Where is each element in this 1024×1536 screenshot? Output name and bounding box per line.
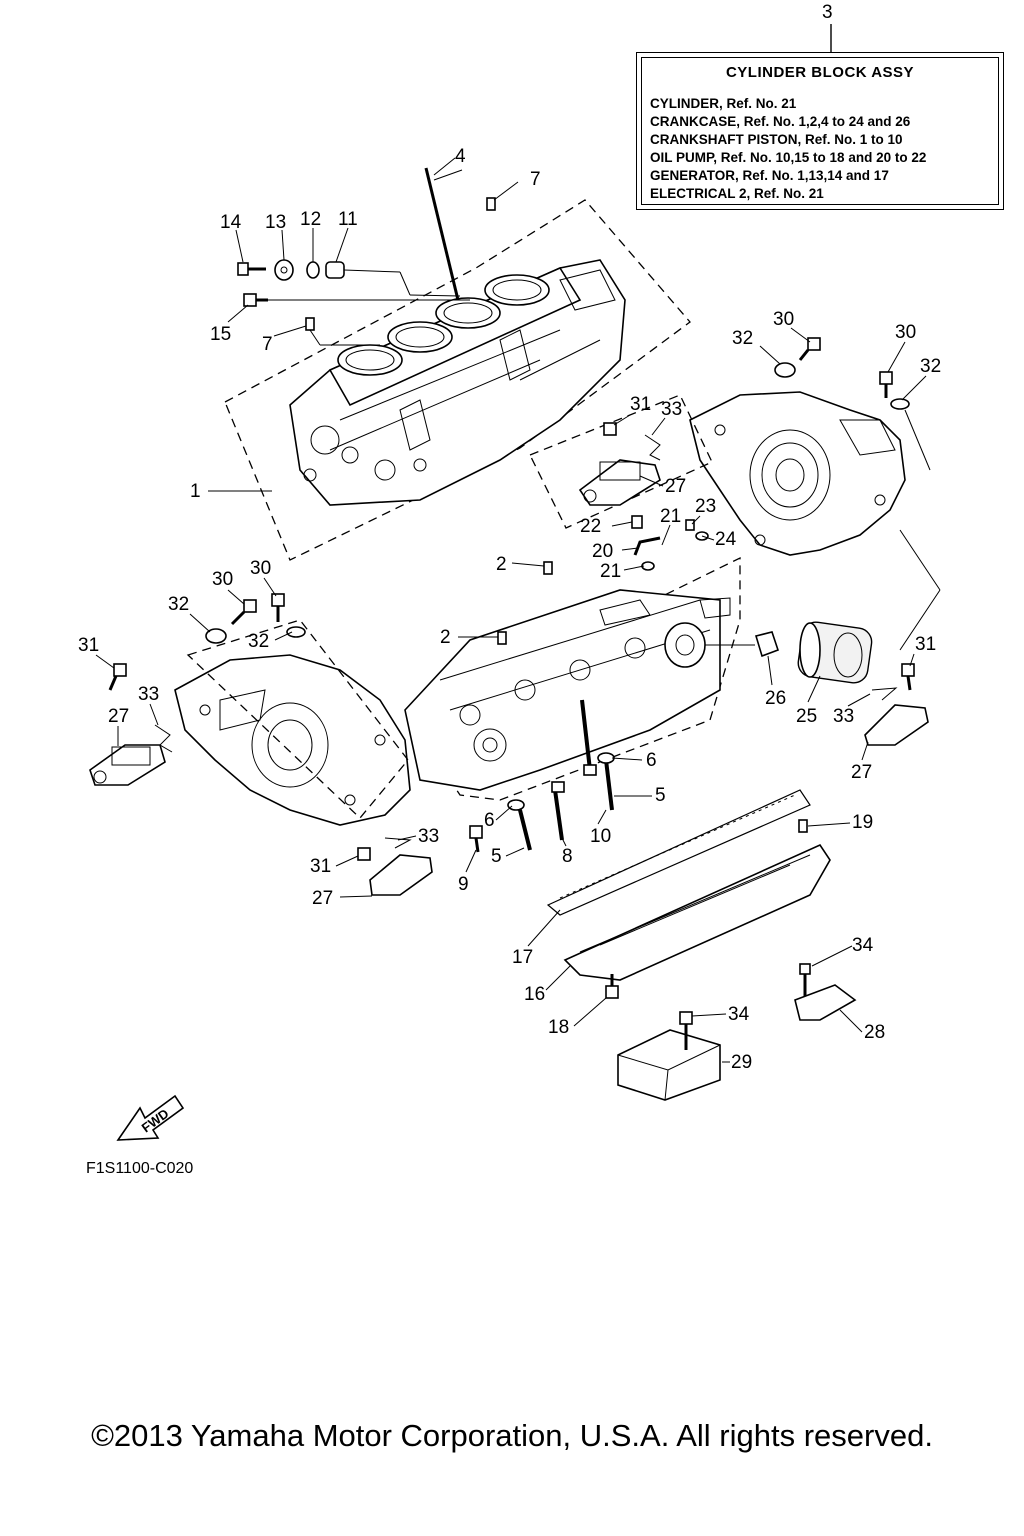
svg-text:6: 6 [484, 810, 495, 831]
svg-text:21: 21 [600, 561, 621, 582]
reference-box-inner: CYLINDER BLOCK ASSY CYLINDER, Ref. No. 2… [641, 57, 999, 205]
reference-line: CRANKSHAFT PISTON, Ref. No. 1 to 10 [650, 132, 903, 147]
svg-text:33: 33 [661, 399, 682, 420]
svg-text:16: 16 [524, 984, 545, 1005]
svg-text:22: 22 [580, 516, 601, 537]
small-fasteners-left [237, 259, 470, 346]
svg-text:1: 1 [190, 481, 201, 502]
svg-text:2: 2 [496, 554, 507, 575]
oil-pan-gasket [546, 789, 811, 916]
svg-text:10: 10 [590, 826, 611, 847]
svg-text:7: 7 [262, 334, 273, 355]
svg-text:31: 31 [915, 634, 936, 655]
svg-text:34: 34 [852, 935, 874, 956]
reference-line: GENERATOR, Ref. No. 1,13,14 and 17 [650, 168, 889, 183]
reference-line: CRANKCASE, Ref. No. 1,2,4 to 24 and 26 [650, 114, 911, 129]
engine-mount-lower-left [357, 837, 433, 896]
svg-text:7: 7 [530, 169, 541, 190]
svg-text:12: 12 [300, 209, 321, 230]
svg-text:21: 21 [660, 506, 681, 527]
reference-line: OIL PUMP, Ref. No. 10,15 to 18 and 20 to… [650, 150, 927, 165]
svg-text:33: 33 [833, 706, 854, 727]
svg-text:30: 30 [773, 309, 794, 330]
reference-line: CYLINDER, Ref. No. 21 [650, 96, 797, 111]
svg-text:31: 31 [78, 635, 99, 656]
svg-text:11: 11 [338, 209, 358, 230]
svg-text:18: 18 [548, 1017, 569, 1038]
svg-text:17: 17 [512, 947, 533, 968]
svg-text:23: 23 [695, 496, 716, 517]
svg-text:25: 25 [796, 706, 817, 727]
svg-text:8: 8 [562, 846, 573, 867]
svg-text:2: 2 [440, 627, 451, 648]
svg-text:27: 27 [665, 476, 686, 497]
svg-text:24: 24 [715, 529, 737, 550]
reference-line: ELECTRICAL 2, Ref. No. 21 [650, 186, 824, 201]
svg-text:27: 27 [312, 888, 333, 909]
svg-text:14: 14 [220, 212, 242, 233]
svg-text:15: 15 [210, 324, 231, 345]
svg-text:6: 6 [646, 750, 657, 771]
svg-text:29: 29 [731, 1052, 752, 1073]
oil-filter-adapter [664, 621, 873, 684]
svg-text:28: 28 [864, 1022, 885, 1043]
svg-text:31: 31 [630, 394, 651, 415]
drawing-code: F1S1100-C020 [86, 1160, 194, 1177]
svg-text:32: 32 [248, 631, 269, 652]
svg-text:32: 32 [168, 594, 189, 615]
svg-text:30: 30 [895, 322, 916, 343]
stud-bolt [424, 167, 463, 301]
svg-text:3: 3 [822, 2, 833, 23]
svg-text:20: 20 [592, 541, 613, 562]
oil-pan [563, 843, 831, 981]
svg-text:30: 30 [212, 569, 233, 590]
svg-text:9: 9 [458, 874, 469, 895]
generator-cover-left [174, 619, 411, 826]
svg-text:27: 27 [108, 706, 129, 727]
copyright-notice: ©2013 Yamaha Motor Corporation, U.S.A. A… [91, 1418, 933, 1453]
svg-text:5: 5 [655, 785, 666, 806]
crankcase [404, 556, 741, 801]
svg-text:32: 32 [732, 328, 753, 349]
svg-text:34: 34 [728, 1004, 750, 1025]
callout-numbers: 1 3 4 7 14 13 12 11 15 7 1 30 32 30 32 3… [78, 2, 941, 1073]
engine-mount-upper [578, 422, 661, 506]
svg-text:5: 5 [491, 846, 502, 867]
svg-text:27: 27 [851, 762, 872, 783]
svg-text:4: 4 [455, 146, 466, 167]
engine-mount-left [89, 663, 173, 786]
svg-text:19: 19 [852, 812, 873, 833]
forward-direction-arrow [116, 1094, 185, 1141]
svg-text:31: 31 [310, 856, 331, 877]
crankcase-bolts [469, 699, 615, 853]
svg-text:30: 30 [250, 558, 271, 579]
svg-text:33: 33 [138, 684, 159, 705]
svg-text:33: 33 [418, 826, 439, 847]
svg-text:26: 26 [765, 688, 786, 709]
engine-mount-lower-right [864, 663, 929, 746]
generator-cover-right [689, 391, 941, 651]
svg-text:13: 13 [265, 212, 286, 233]
reference-box-title: CYLINDER BLOCK ASSY [725, 64, 915, 81]
svg-text:32: 32 [920, 356, 941, 377]
cylinder-block [224, 199, 691, 561]
reference-box: CYLINDER BLOCK ASSY CYLINDER, Ref. No. 2… [636, 52, 1004, 210]
